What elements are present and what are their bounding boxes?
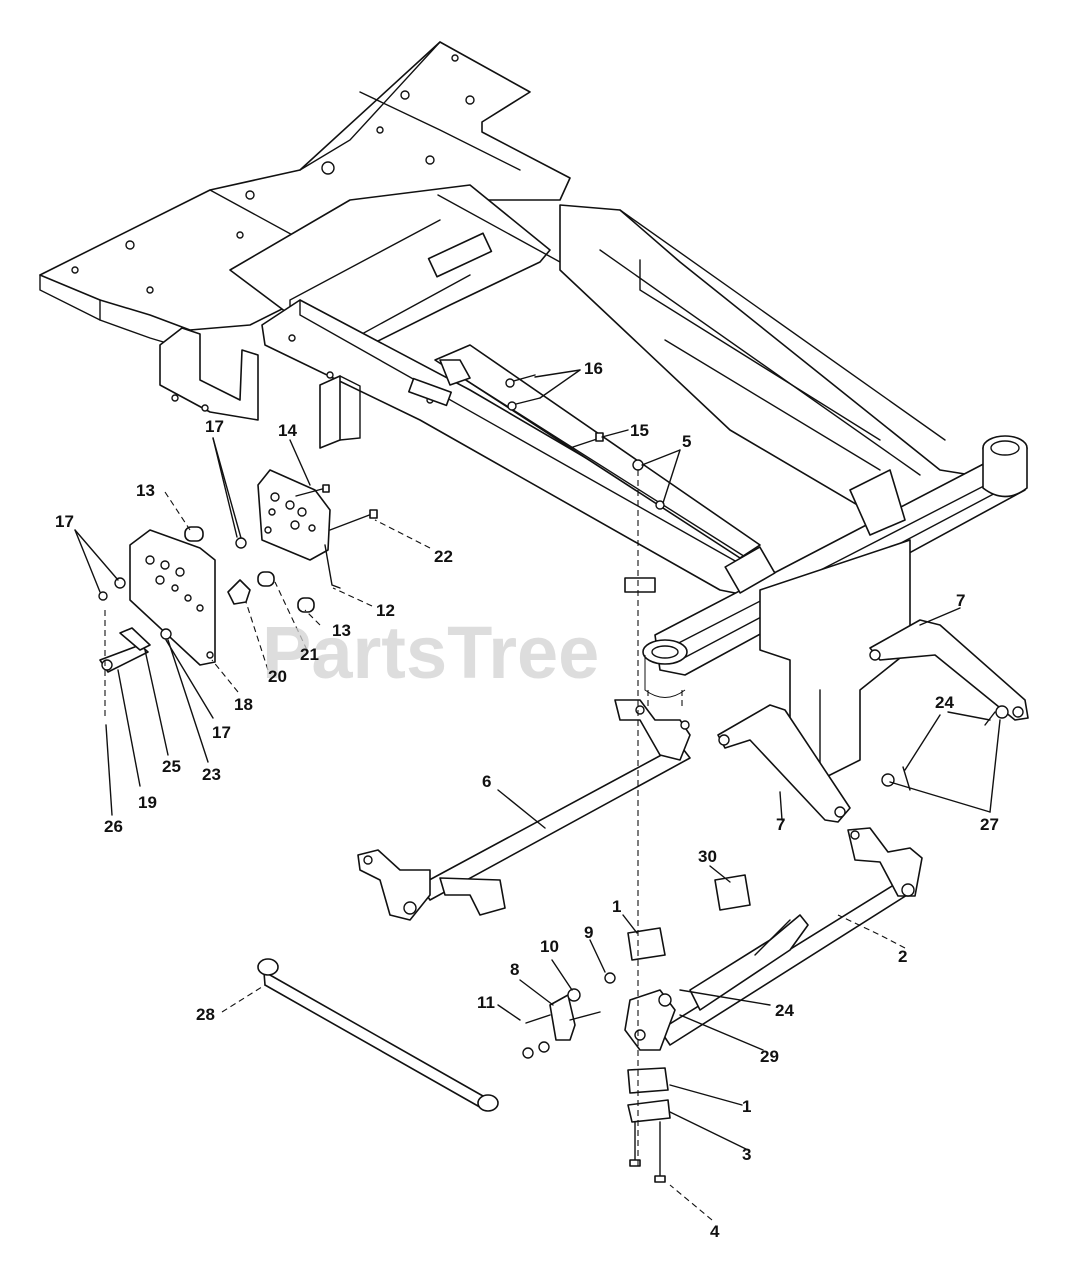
- watermark: PartsTree: [262, 611, 599, 694]
- callout-13: 13: [136, 481, 155, 500]
- callout-28: 28: [196, 1005, 215, 1024]
- callout-2: 2: [898, 947, 907, 966]
- callout-24: 24: [775, 1001, 794, 1020]
- callout-22: 22: [434, 547, 453, 566]
- callout-14: 14: [278, 421, 297, 440]
- leader-lines: [74, 369, 1001, 1221]
- callout-21: 21: [300, 645, 319, 664]
- callout-1: 1: [612, 897, 621, 916]
- callout-4: 4: [710, 1222, 720, 1241]
- callout-10: 10: [540, 937, 559, 956]
- callout-30: 30: [698, 847, 717, 866]
- callout-18: 18: [234, 695, 253, 714]
- callout-13: 13: [332, 621, 351, 640]
- callout-26: 26: [104, 817, 123, 836]
- callout-5: 5: [682, 432, 691, 451]
- callout-12: 12: [376, 601, 395, 620]
- callout-24: 24: [935, 693, 954, 712]
- callout-17: 17: [55, 512, 74, 531]
- callout-17: 17: [205, 417, 224, 436]
- callout-9: 9: [584, 923, 593, 942]
- callout-19: 19: [138, 793, 157, 812]
- callout-16: 16: [584, 359, 603, 378]
- callout-25: 25: [162, 757, 181, 776]
- callout-11: 11: [477, 993, 495, 1012]
- callout-8: 8: [510, 960, 519, 979]
- callout-7: 7: [956, 591, 965, 610]
- callout-17: 17: [212, 723, 231, 742]
- lift-linkage: [257, 459, 1029, 1183]
- callout-3: 3: [742, 1145, 751, 1164]
- callout-20: 20: [268, 667, 287, 686]
- callout-15: 15: [630, 421, 649, 440]
- side-plate-assembly: [98, 374, 604, 720]
- callout-27: 27: [980, 815, 999, 834]
- chassis-frame: [39, 41, 1028, 781]
- callout-23: 23: [202, 765, 221, 784]
- callout-6: 6: [482, 772, 491, 791]
- callout-7: 7: [776, 815, 785, 834]
- callout-29: 29: [760, 1047, 779, 1066]
- callout-1: 1: [742, 1097, 751, 1116]
- callout-labels: 1 1 2 3 4 5 6 7 7 8 9 10 11 12 13 13 14 …: [55, 359, 999, 1241]
